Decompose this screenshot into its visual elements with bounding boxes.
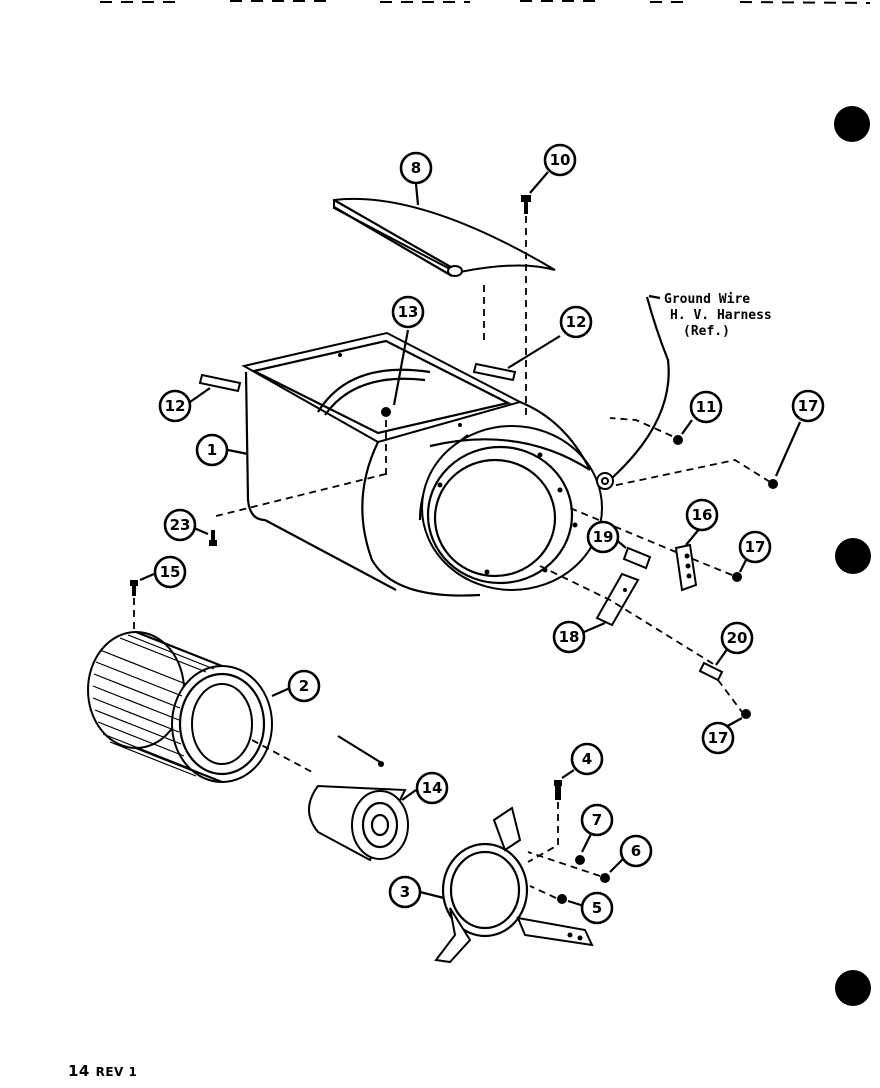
callout-1: 1 <box>195 433 229 467</box>
svg-text:11: 11 <box>696 398 717 416</box>
callout-17-top: 17 <box>791 389 825 423</box>
bracket-part-18 <box>595 572 640 627</box>
note-ref: (Ref.) <box>683 324 730 339</box>
washer-part-7 <box>575 855 585 865</box>
page-footer: 14 REV 1 <box>68 1062 137 1080</box>
svg-text:2: 2 <box>299 677 309 695</box>
screw-part-23 <box>209 530 217 546</box>
svg-text:17: 17 <box>798 397 819 415</box>
svg-text:17: 17 <box>708 729 729 747</box>
callout-16: 16 <box>685 498 719 532</box>
svg-text:3: 3 <box>400 883 410 901</box>
screw-part-17-bottom <box>741 709 751 719</box>
svg-text:8: 8 <box>411 159 421 177</box>
nut-part-6 <box>600 873 610 883</box>
callout-6: 6 <box>619 834 653 868</box>
svg-text:12: 12 <box>566 313 587 331</box>
svg-text:7: 7 <box>592 811 602 829</box>
callout-11: 11 <box>689 390 723 424</box>
callout-12-right: 12 <box>559 305 593 339</box>
callout-14: 14 <box>415 771 449 805</box>
svg-text:23: 23 <box>170 516 191 534</box>
callout-17-bottom: 17 <box>701 721 735 755</box>
nut-part-5 <box>557 894 567 904</box>
callout-13: 13 <box>391 295 425 329</box>
svg-text:20: 20 <box>727 629 748 647</box>
blower-housing-part-1 <box>241 331 603 597</box>
svg-text:10: 10 <box>550 151 571 169</box>
capacitor-part-19 <box>622 546 652 570</box>
svg-text:5: 5 <box>592 899 602 917</box>
screw-part-11 <box>673 435 683 445</box>
callout-15: 15 <box>153 555 187 589</box>
callout-20: 20 <box>720 621 754 655</box>
page-number: 14 <box>68 1062 90 1080</box>
binder-hole-middle <box>835 538 871 574</box>
revision-label: REV 1 <box>95 1065 138 1079</box>
note-ground-wire: Ground Wire <box>664 292 750 307</box>
svg-text:1: 1 <box>207 441 217 459</box>
binder-hole-bottom <box>835 970 871 1006</box>
top-cover-part-8 <box>333 197 556 277</box>
callout-10: 10 <box>543 143 577 177</box>
callout-5: 5 <box>580 891 614 925</box>
blower-wheel-part-2 <box>87 630 273 784</box>
screw-part-13 <box>381 407 391 417</box>
motor-mount-part-3 <box>434 806 594 964</box>
note-hv-harness: H. V. Harness <box>670 308 772 323</box>
bracket-part-12-right <box>472 362 517 382</box>
spacer-part-20 <box>698 661 724 682</box>
svg-text:18: 18 <box>559 628 580 646</box>
screw-part-10 <box>521 195 531 214</box>
motor-part-14 <box>308 735 409 862</box>
svg-text:16: 16 <box>692 506 713 524</box>
svg-text:14: 14 <box>422 779 443 797</box>
bolt-part-4 <box>554 780 562 800</box>
bracket-part-12-left <box>198 373 242 393</box>
callout-12-left: 12 <box>158 389 192 423</box>
callout-4: 4 <box>570 742 604 776</box>
binder-hole-top <box>834 106 870 142</box>
screw-part-15 <box>130 580 138 596</box>
callout-18: 18 <box>552 620 586 654</box>
svg-text:12: 12 <box>165 397 186 415</box>
svg-text:13: 13 <box>398 303 419 321</box>
callout-23: 23 <box>163 508 197 542</box>
screw-part-17-top <box>768 479 778 489</box>
callout-2: 2 <box>287 669 321 703</box>
svg-text:19: 19 <box>593 528 614 546</box>
callout-3: 3 <box>388 875 422 909</box>
callout-17-middle: 17 <box>738 530 772 564</box>
screw-part-17-middle <box>732 572 742 582</box>
svg-text:15: 15 <box>160 563 181 581</box>
scan-edge-marks <box>100 0 871 4</box>
svg-text:17: 17 <box>745 538 766 556</box>
svg-text:4: 4 <box>582 750 592 768</box>
ground-wire <box>596 296 670 490</box>
callout-8: 8 <box>399 151 433 185</box>
callout-19: 19 <box>586 520 620 554</box>
svg-text:6: 6 <box>631 842 641 860</box>
terminal-block-part-16 <box>674 543 698 592</box>
callout-7: 7 <box>580 803 614 837</box>
